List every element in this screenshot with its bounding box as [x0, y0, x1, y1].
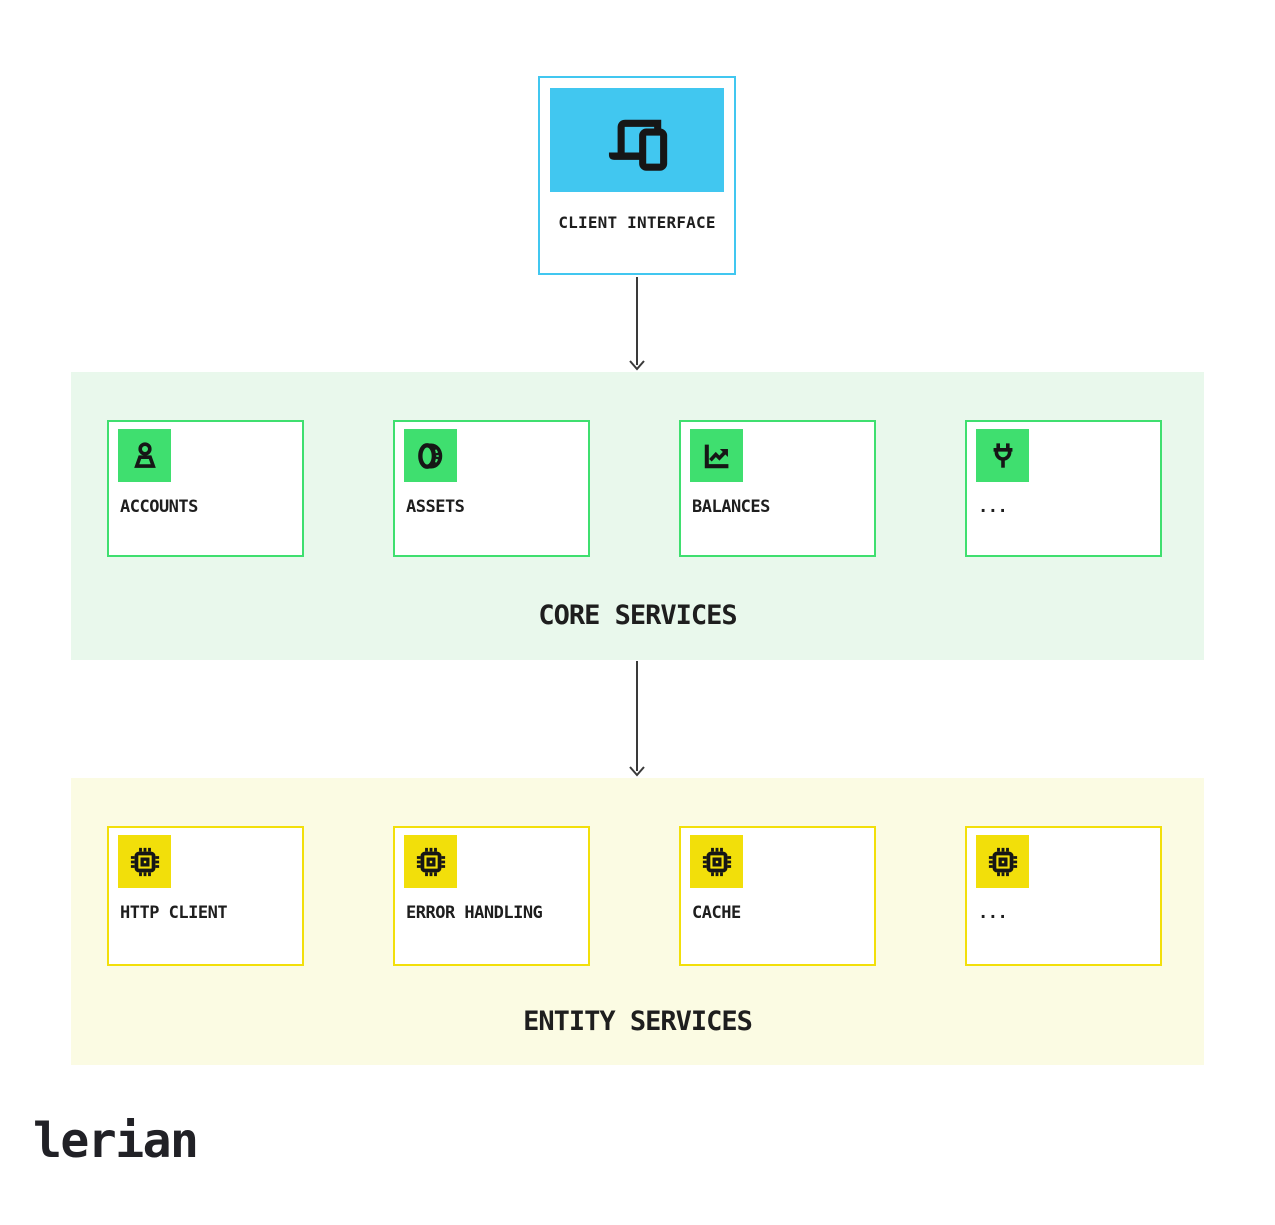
plug-icon [993, 442, 1012, 468]
chip-icon [416, 847, 445, 876]
accounts-icon-tile [118, 429, 171, 482]
arrow-core-to-entity [629, 661, 645, 777]
coin-icon [417, 442, 442, 469]
core-services-section: ACCOUNTS ASSETS [71, 372, 1204, 660]
service-card-assets: ASSETS [393, 420, 590, 557]
service-card-label: CACHE [692, 903, 741, 923]
entity-services-title: ENTITY SERVICES [523, 1006, 753, 1037]
entity-services-section: HTTP CLIENT ERROR HANDLING [71, 778, 1204, 1065]
chip-icon [702, 847, 731, 876]
plug-icon-tile [976, 429, 1029, 482]
core-services-title: CORE SERVICES [538, 600, 737, 631]
service-card-label: ERROR HANDLING [406, 903, 543, 923]
service-card-accounts: ACCOUNTS [107, 420, 304, 557]
service-card-entity-more: ... [965, 826, 1162, 966]
service-card-error-handling: ERROR HANDLING [393, 826, 590, 966]
client-interface-node: CLIENT INTERFACE [538, 76, 736, 275]
service-card-label: BALANCES [692, 497, 770, 517]
chip-icon [130, 847, 159, 876]
service-card-cache: CACHE [679, 826, 876, 966]
client-interface-label: CLIENT INTERFACE [558, 213, 716, 232]
service-card-label: HTTP CLIENT [120, 903, 228, 923]
service-card-core-more: ... [965, 420, 1162, 557]
service-card-http-client: HTTP CLIENT [107, 826, 304, 966]
chart-up-icon [704, 444, 728, 468]
service-card-label: ... [978, 497, 1008, 517]
service-card-balances: BALANCES [679, 420, 876, 557]
client-icon-panel [550, 88, 724, 192]
service-card-label: ... [978, 903, 1008, 923]
devices-icon [608, 119, 668, 171]
arrow-client-to-core [629, 277, 645, 371]
service-card-label: ACCOUNTS [120, 497, 198, 517]
chip-icon-tile [404, 835, 457, 888]
assets-icon-tile [404, 429, 457, 482]
chip-icon [988, 847, 1017, 876]
balances-icon-tile [690, 429, 743, 482]
lerian-logo: lerian [33, 1113, 199, 1169]
person-icon [133, 441, 156, 468]
chip-icon-tile [118, 835, 171, 888]
service-card-label: ASSETS [406, 497, 465, 517]
entity-services-cards: HTTP CLIENT ERROR HANDLING [71, 826, 1204, 966]
chip-icon-tile [690, 835, 743, 888]
core-services-cards: ACCOUNTS ASSETS [71, 420, 1204, 557]
chip-icon-tile [976, 835, 1029, 888]
